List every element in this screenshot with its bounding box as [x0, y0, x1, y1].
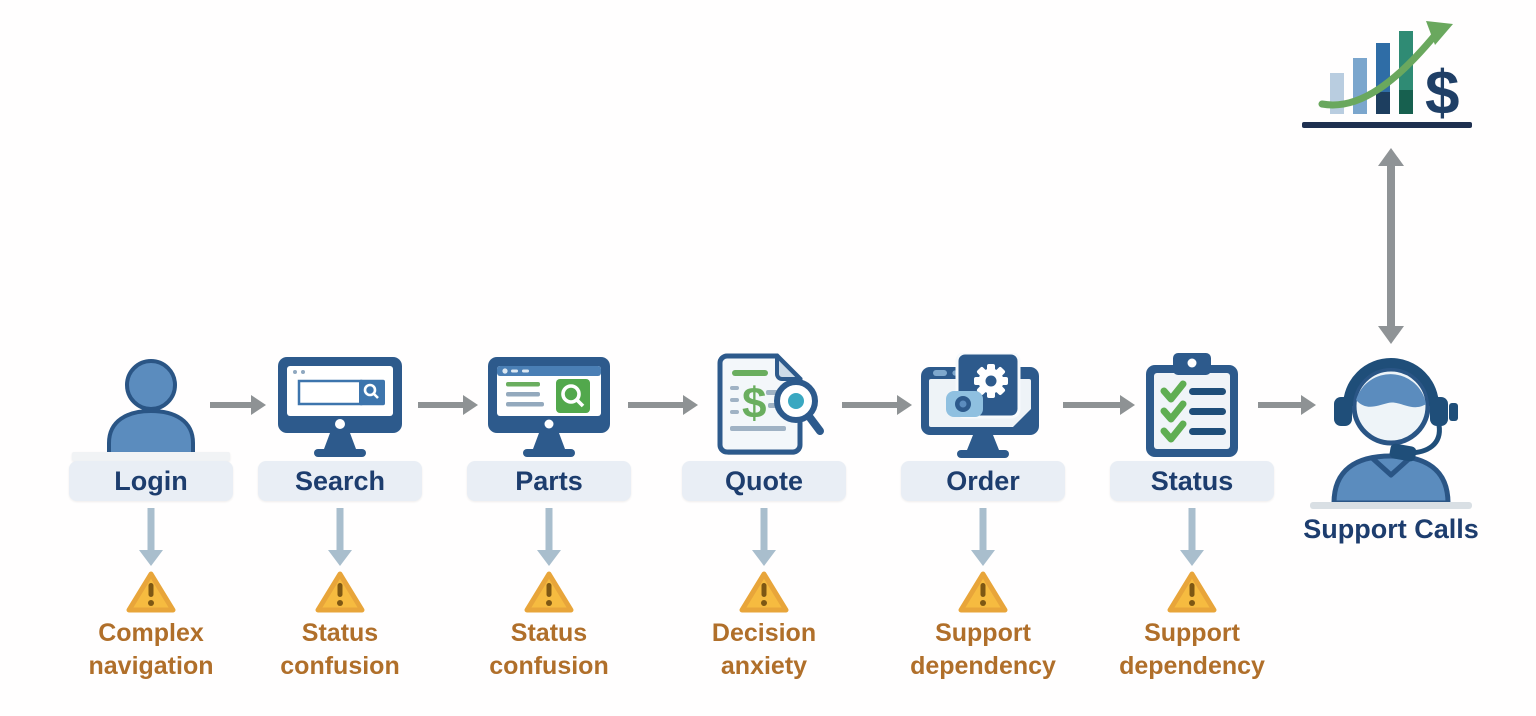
- pain-point-label: Support dependency: [873, 617, 1093, 683]
- step-label-quote: Quote: [682, 461, 846, 501]
- step-column-order: Order Support dependency: [873, 353, 1093, 700]
- monitor-gear-icon: [873, 353, 1093, 459]
- desk-surface: [72, 452, 230, 461]
- step-column-login: Login Complex navigation: [41, 355, 261, 700]
- pain-point-label: Status confusion: [439, 617, 659, 683]
- flow-arrow-status-support: [1258, 402, 1302, 408]
- flow-arrow-parts-quote: [628, 402, 684, 408]
- step-column-search: Search Status confusion: [230, 355, 450, 700]
- step-label-parts: Parts: [467, 461, 631, 501]
- pain-line-1: Status: [301, 619, 379, 647]
- arrow-shaft: [1387, 162, 1395, 330]
- pain-line-1: Complex: [98, 619, 204, 647]
- pain-point-label: Decision anxiety: [654, 617, 874, 683]
- warning-icon: [523, 569, 575, 615]
- pain-line-2: anxiety: [720, 652, 808, 680]
- user-icon: [41, 355, 261, 459]
- step-column-status: Status Support dependency: [1082, 353, 1302, 700]
- pain-point-label: Status confusion: [230, 617, 450, 683]
- warning-icon: [125, 569, 177, 615]
- support-agent-headset-icon: [1316, 356, 1466, 506]
- pain-line-2: dependency: [910, 652, 1056, 680]
- step-label-search: Search: [258, 461, 422, 501]
- dollar-glyph: $: [1425, 59, 1459, 128]
- arrow-up-head: [1378, 148, 1404, 166]
- warning-icon: [314, 569, 366, 615]
- rising-costs-chart-icon: $: [1300, 18, 1475, 130]
- drop-arrow: [750, 508, 778, 568]
- pain-line-1: Decision: [711, 619, 817, 647]
- flow-arrow-login-search: [210, 402, 252, 408]
- clipboard-checklist-icon: [1082, 353, 1302, 459]
- step-column-parts: Parts Status confusion: [439, 355, 659, 700]
- drop-arrow: [137, 508, 165, 568]
- drop-arrow: [969, 508, 997, 568]
- warning-icon: [957, 569, 1009, 615]
- pain-line-1: Support: [935, 619, 1031, 647]
- double-arrow: [1377, 148, 1405, 344]
- flow-arrow-order-status: [1063, 402, 1121, 408]
- pain-line-1: Status: [510, 619, 588, 647]
- pain-line-2: dependency: [1119, 652, 1265, 680]
- drop-arrow: [326, 508, 354, 568]
- pain-line-2: confusion: [489, 652, 609, 680]
- step-label-order: Order: [901, 461, 1065, 501]
- flow-arrow-search-parts: [418, 402, 464, 408]
- dollar-glyph: $: [742, 379, 766, 428]
- warning-icon: [738, 569, 790, 615]
- monitor-search-icon: [230, 355, 450, 459]
- pain-line-2: navigation: [88, 652, 214, 680]
- warning-icon: [1166, 569, 1218, 615]
- desk-surface: [1310, 502, 1472, 509]
- step-label-login: Login: [69, 461, 233, 501]
- pain-point-label: Complex navigation: [41, 617, 261, 683]
- drop-arrow: [535, 508, 563, 568]
- endpoint-support-calls: Support Calls: [1281, 356, 1501, 556]
- step-label-status: Status: [1110, 461, 1274, 501]
- arrow-down-head: [1378, 326, 1404, 344]
- step-column-quote: $ Quote Decision anxiety: [654, 353, 874, 700]
- endpoint-label: Support Calls: [1303, 514, 1479, 544]
- pain-point-label: Support dependency: [1082, 617, 1302, 683]
- pain-line-2: confusion: [280, 652, 400, 680]
- monitor-parts-list-icon: [439, 355, 659, 459]
- drop-arrow: [1178, 508, 1206, 568]
- quote-document-magnifier-icon: $: [654, 353, 874, 459]
- pain-line-1: Support: [1144, 619, 1240, 647]
- flow-arrow-quote-order: [842, 402, 898, 408]
